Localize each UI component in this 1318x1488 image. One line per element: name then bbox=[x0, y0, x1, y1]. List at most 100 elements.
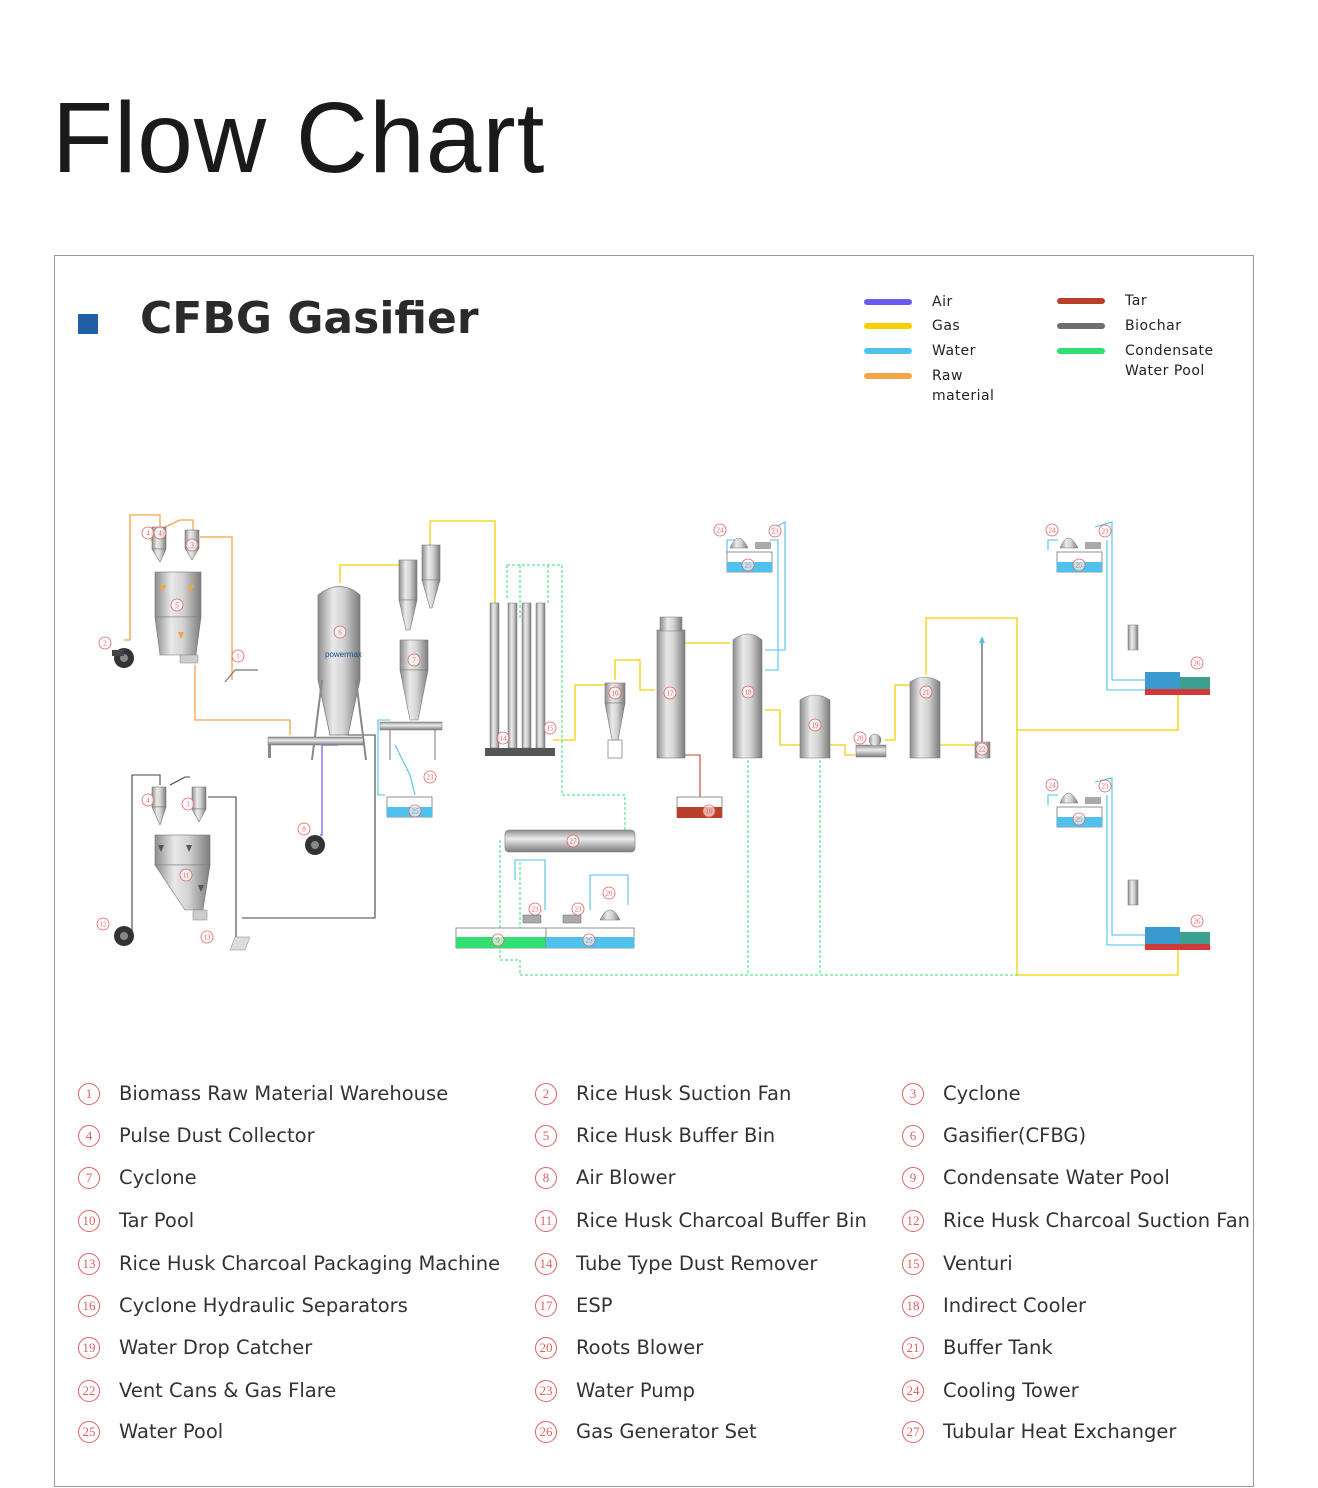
callout-circle bbox=[185, 538, 199, 552]
callout-circle bbox=[1098, 779, 1112, 793]
legend-item-condensate: Condensate Water Pool bbox=[1057, 343, 1213, 379]
component-label: Vent Cans & Gas Flare bbox=[119, 1379, 337, 1402]
component-item-10: 10 Tar Pool bbox=[78, 1207, 194, 1235]
legend-item-raw-material: Raw material bbox=[864, 368, 994, 404]
component-number: 10 bbox=[78, 1210, 100, 1232]
callout-circle bbox=[919, 685, 933, 699]
component-label: Tube Type Dust Remover bbox=[576, 1252, 818, 1275]
callout-circle bbox=[975, 742, 989, 756]
callout-circle bbox=[423, 770, 437, 784]
callout-circle bbox=[1190, 914, 1204, 928]
component-item-5: 5 Rice Husk Buffer Bin bbox=[535, 1122, 775, 1150]
component-item-16: 16 Cyclone Hydraulic Separators bbox=[78, 1292, 408, 1320]
callout-circle bbox=[741, 685, 755, 699]
callout-number: 25 bbox=[586, 937, 594, 945]
page-title: Flow Chart bbox=[52, 82, 546, 194]
raw-material-pipes bbox=[124, 514, 291, 735]
callout-number: 27 bbox=[570, 838, 578, 846]
callout-circle bbox=[141, 526, 155, 540]
callout-number: 22 bbox=[979, 746, 987, 754]
legend-label-raw-material: Raw material bbox=[932, 368, 995, 404]
legend-label-tar: Tar bbox=[1125, 293, 1148, 309]
callout-circle bbox=[528, 902, 542, 916]
callout-number: 16 bbox=[612, 690, 620, 698]
component-number: 7 bbox=[78, 1167, 100, 1189]
legend-swatch-tar bbox=[1057, 298, 1105, 304]
charcoal-suction-fan-12-equipment bbox=[114, 926, 134, 946]
callout-number: 24 bbox=[717, 527, 725, 535]
component-number: 16 bbox=[78, 1295, 100, 1317]
callout-circle bbox=[571, 902, 585, 916]
callout-number: 25 bbox=[1076, 816, 1084, 824]
component-label: Biomass Raw Material Warehouse bbox=[119, 1082, 449, 1105]
callout-circle bbox=[768, 524, 782, 538]
condensate-pipes bbox=[499, 564, 1017, 976]
callout-number: 11 bbox=[183, 872, 190, 880]
component-number: 21 bbox=[902, 1337, 924, 1359]
component-number: 13 bbox=[78, 1253, 100, 1275]
component-label: Cyclone bbox=[119, 1166, 197, 1189]
callout-circle bbox=[297, 822, 311, 836]
callout-number: 21 bbox=[923, 689, 931, 697]
callout-number: 17 bbox=[667, 690, 675, 698]
callout-circle bbox=[663, 686, 677, 700]
legend-swatch-raw-material bbox=[864, 373, 912, 379]
legend-swatch-condensate bbox=[1057, 348, 1105, 354]
callout-circle bbox=[566, 834, 580, 848]
air-pipes bbox=[320, 744, 338, 836]
component-label: ESP bbox=[576, 1294, 613, 1317]
component-label: Buffer Tank bbox=[943, 1336, 1053, 1359]
legend-label-condensate: Condensate Water Pool bbox=[1125, 343, 1214, 379]
callout-number: 12 bbox=[100, 921, 108, 929]
callout-circle bbox=[582, 933, 596, 947]
callout-number: 9 bbox=[496, 937, 500, 945]
component-label: Gas Generator Set bbox=[576, 1420, 757, 1443]
legend-swatch-biochar bbox=[1057, 323, 1105, 329]
component-label: Roots Blower bbox=[576, 1336, 704, 1359]
component-label: Cyclone Hydraulic Separators bbox=[119, 1294, 408, 1317]
callout-circle bbox=[141, 793, 155, 807]
callout-number: 3 bbox=[190, 542, 194, 550]
legend-item-water: Water bbox=[864, 343, 975, 359]
callout-number: 10 bbox=[706, 808, 714, 816]
callout-number: 24 bbox=[1049, 527, 1057, 535]
callout-number: 8 bbox=[302, 826, 306, 834]
component-number: 5 bbox=[535, 1125, 557, 1147]
component-label: Rice Husk Buffer Bin bbox=[576, 1124, 776, 1147]
section-title: CFBG Gasifier bbox=[140, 293, 479, 344]
callout-circle bbox=[808, 718, 822, 732]
gas-flare-22-equipment bbox=[974, 636, 991, 759]
component-label: Tar Pool bbox=[119, 1209, 195, 1232]
callout-number: 26 bbox=[1194, 660, 1202, 668]
legend-swatch-gas bbox=[864, 323, 912, 329]
callout-number: 2 bbox=[103, 640, 107, 648]
section-marker bbox=[78, 314, 98, 334]
tube-dust-remover-14-equipment bbox=[485, 602, 555, 756]
legend-label-air: Air bbox=[932, 294, 953, 310]
component-label: Condensate Water Pool bbox=[943, 1166, 1170, 1189]
callout-number: 25 bbox=[1076, 562, 1084, 570]
component-number: 1 bbox=[78, 1083, 100, 1105]
component-item-21: 21 Buffer Tank bbox=[902, 1334, 1053, 1362]
legend-swatch-water bbox=[864, 348, 912, 354]
gasifier-6-equipment: powermax bbox=[267, 586, 367, 761]
callout-circle bbox=[231, 649, 245, 663]
component-label: Cyclone bbox=[943, 1082, 1021, 1105]
component-number: 23 bbox=[535, 1380, 557, 1402]
callout-number: 25 bbox=[745, 562, 753, 570]
component-number: 27 bbox=[902, 1421, 924, 1443]
callout-number: 23 bbox=[575, 906, 583, 914]
component-number: 6 bbox=[902, 1125, 924, 1147]
air-blower-8-equipment bbox=[305, 835, 325, 855]
legend-item-biochar: Biochar bbox=[1057, 318, 1181, 334]
callout-circle bbox=[1045, 523, 1059, 537]
callout-number: 20 bbox=[857, 735, 865, 743]
callout-circle bbox=[713, 523, 727, 537]
component-number: 4 bbox=[78, 1125, 100, 1147]
